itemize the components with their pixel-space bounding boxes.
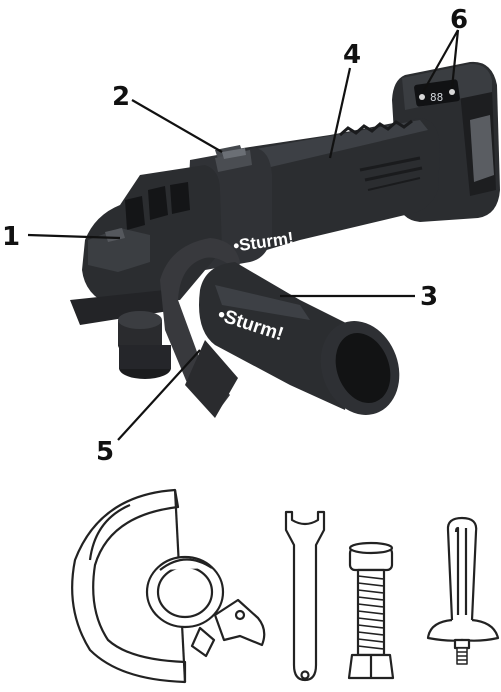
callout-lines	[27, 29, 460, 441]
callout-1: 1	[2, 222, 20, 252]
side-handle-icon	[426, 516, 500, 665]
guard-icon	[71, 488, 266, 684]
callout-5: 5	[96, 437, 114, 467]
indicator-display: 88	[430, 91, 443, 104]
callout-2: 2	[112, 82, 130, 112]
mounted-guard	[160, 238, 240, 418]
callout-labels: 1 2 3 4 5 6	[2, 5, 468, 467]
bolt-icon	[347, 541, 395, 680]
callout-3: 3	[420, 282, 438, 312]
angle-grinder: 88 •Sturm!	[70, 61, 500, 418]
power-switch	[215, 148, 252, 172]
spanner-wrench-icon	[284, 510, 326, 682]
spindle	[118, 311, 171, 379]
side-handle: •Sturm!	[199, 262, 400, 415]
callout-6: 6	[450, 5, 468, 35]
callout-4: 4	[343, 40, 361, 70]
accessories	[71, 488, 500, 684]
